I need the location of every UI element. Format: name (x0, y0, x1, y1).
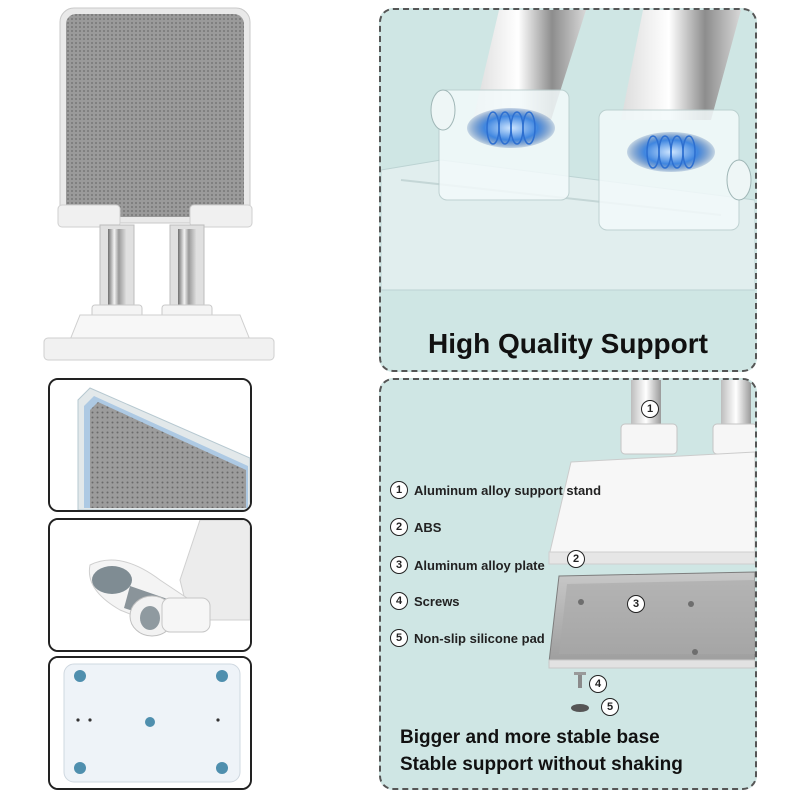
legend-label: ABS (414, 519, 442, 535)
thumbnail-base-underside (48, 656, 252, 790)
marker-5: 5 (601, 698, 619, 716)
structure-panel: 1 2 3 4 5 (379, 378, 757, 790)
silicone-pad-dot (145, 717, 155, 727)
legend-number: 4 (390, 592, 408, 610)
legend-number: 5 (390, 629, 408, 647)
legend-label: Screws (414, 593, 460, 609)
legend-item-abs: 2 ABS (390, 518, 441, 536)
marker-4: 4 (589, 675, 607, 693)
legend-label: Aluminum alloy plate (414, 557, 545, 573)
hinge-closeup-illustration (381, 10, 755, 291)
silicone-pad-dot (216, 670, 228, 682)
legend-item-non-slip-silicone-pad: 5 Non-slip silicone pad (390, 629, 545, 647)
marker-2: 2 (567, 550, 585, 568)
silicone-pad-dot (74, 762, 86, 774)
legend-item-aluminum-alloy-support-stand: 1 Aluminum alloy support stand (390, 481, 601, 499)
legend-number: 1 (390, 481, 408, 499)
legend-number: 2 (390, 518, 408, 536)
legend-item-aluminum-alloy-plate: 3 Aluminum alloy plate (390, 556, 545, 574)
high-quality-support-panel: High Quality Support (379, 8, 757, 372)
exploded-base-illustration (548, 380, 755, 712)
legend-item-screws: 4 Screws (390, 592, 460, 610)
base-underside-illustration (50, 658, 250, 788)
legend-label: Aluminum alloy support stand (414, 482, 602, 498)
tagline-stable-support: Stable support without shaking (400, 754, 683, 775)
mesh-surface-illustration (50, 380, 250, 510)
thumbnail-hinge (48, 518, 252, 652)
silicone-pad-dot (216, 762, 228, 774)
legend-number: 3 (390, 556, 408, 574)
marker-1: 1 (641, 400, 659, 418)
tagline-bigger-base: Bigger and more stable base (400, 727, 660, 748)
thumbnail-mesh-surface (48, 378, 252, 512)
legend-label: Non-slip silicone pad (414, 630, 545, 646)
phone-stand-front-view (43, 7, 275, 361)
marker-3: 3 (627, 595, 645, 613)
high-quality-support-heading: High Quality Support (428, 328, 708, 359)
silicone-pad-dot (74, 670, 86, 682)
hinge-illustration (50, 520, 250, 650)
